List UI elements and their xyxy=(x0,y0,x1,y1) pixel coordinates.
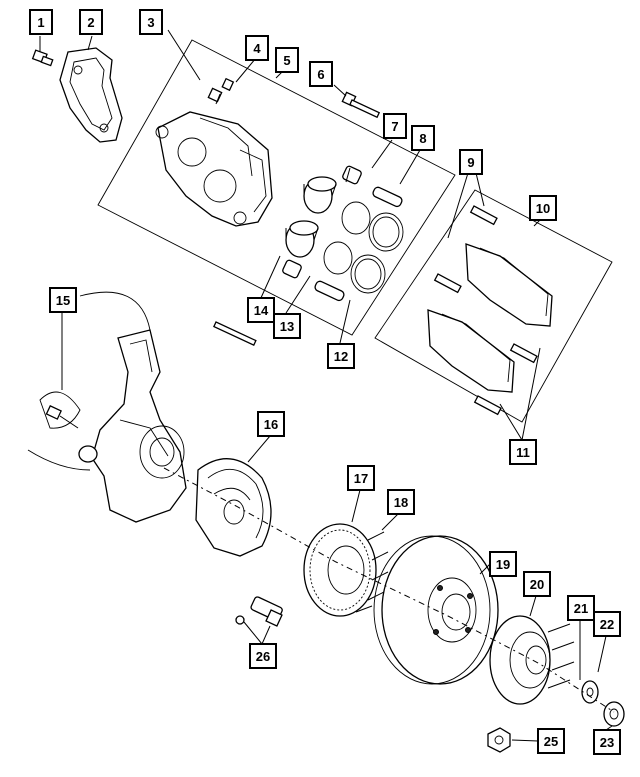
callout-label: 22 xyxy=(600,617,614,632)
part-26-wheel-speed-sensor xyxy=(235,596,283,627)
part-1-bolt xyxy=(31,49,54,67)
callout-3: 3 xyxy=(139,9,163,35)
callout-label: 9 xyxy=(467,155,474,170)
callout-label: 19 xyxy=(496,557,510,572)
callout-22: 22 xyxy=(593,611,621,637)
callout-label: 10 xyxy=(536,201,550,216)
part-6-guide-pin-bolt xyxy=(341,91,381,119)
seal-ring-lower-1 xyxy=(323,241,353,275)
part-17-hub-tone-ring xyxy=(303,523,389,617)
part-23-hub-nut xyxy=(603,701,625,727)
callout-label: 2 xyxy=(87,15,94,30)
callout-label: 3 xyxy=(147,15,154,30)
callout-13: 13 xyxy=(273,313,301,339)
part-19-brake-rotor xyxy=(373,535,499,685)
loose-guide-bolt xyxy=(213,321,257,346)
knuckle-bolt xyxy=(45,404,79,429)
brake-pad-outer xyxy=(427,309,538,416)
callout-4: 4 xyxy=(245,35,269,61)
callout-8: 8 xyxy=(411,125,435,151)
callout-label: 4 xyxy=(253,41,261,56)
callout-23: 23 xyxy=(593,729,621,755)
callout-label: 7 xyxy=(391,119,398,134)
part-3-caliper-housing xyxy=(155,111,273,227)
callout-label: 5 xyxy=(283,53,290,68)
callout-7: 7 xyxy=(383,113,407,139)
callout-label: 18 xyxy=(394,495,408,510)
callout-label: 25 xyxy=(544,734,558,749)
seal-ring-lower-2 xyxy=(350,254,386,294)
part-2-caliper-bracket xyxy=(59,47,123,143)
callout-label: 1 xyxy=(37,15,44,30)
callout-label: 12 xyxy=(334,349,348,364)
callout-14: 14 xyxy=(247,297,275,323)
callout-21: 21 xyxy=(567,595,595,621)
callout-15: 15 xyxy=(49,287,77,313)
piston-upper xyxy=(303,176,337,214)
brake-pad-inner xyxy=(433,205,553,327)
part-13-pin-bushing xyxy=(282,259,302,279)
leader-lines xyxy=(39,29,613,742)
callout-label: 11 xyxy=(516,445,530,460)
callout-1: 1 xyxy=(29,9,53,35)
callout-18: 18 xyxy=(387,489,415,515)
callout-label: 14 xyxy=(254,303,269,318)
callout-17: 17 xyxy=(347,465,375,491)
callout-label: 6 xyxy=(317,67,324,82)
callout-label: 15 xyxy=(56,293,70,308)
callout-2: 2 xyxy=(79,9,103,35)
part-21-washer xyxy=(581,680,599,704)
part-16-splash-shield xyxy=(195,458,272,557)
seal-ring-upper-2 xyxy=(368,212,404,252)
caliper-kit-frame xyxy=(97,39,456,336)
callout-10: 10 xyxy=(529,195,557,221)
callout-20: 20 xyxy=(523,571,551,597)
part-20-hub-bearing xyxy=(489,615,575,705)
lower-guide-sleeve xyxy=(314,280,345,302)
part-4-bleeder-screw xyxy=(207,77,235,105)
part-15-steering-knuckle xyxy=(27,291,187,523)
part-8-guide-sleeve xyxy=(372,186,403,208)
callout-label: 23 xyxy=(600,735,614,750)
callout-12: 12 xyxy=(327,343,355,369)
part-25-lug-nut xyxy=(487,727,511,753)
callout-label: 16 xyxy=(264,417,278,432)
callout-label: 17 xyxy=(354,471,368,486)
callout-label: 26 xyxy=(256,649,270,664)
callout-9: 9 xyxy=(459,149,483,175)
callout-25: 25 xyxy=(537,728,565,754)
callout-11: 11 xyxy=(509,439,537,465)
callout-5: 5 xyxy=(275,47,299,73)
callout-19: 19 xyxy=(489,551,517,577)
callout-16: 16 xyxy=(257,411,285,437)
callout-26: 26 xyxy=(249,643,277,669)
callout-label: 20 xyxy=(530,577,544,592)
seal-ring-upper-1 xyxy=(341,201,371,235)
callout-label: 8 xyxy=(419,131,426,146)
part-7-pin-bushing xyxy=(342,165,362,185)
assembly-center-line xyxy=(163,467,615,713)
callout-label: 21 xyxy=(574,601,588,616)
callout-6: 6 xyxy=(309,61,333,87)
piston-lower xyxy=(285,220,319,258)
callout-label: 13 xyxy=(280,319,294,334)
brake-pad-kit-frame xyxy=(374,189,613,423)
